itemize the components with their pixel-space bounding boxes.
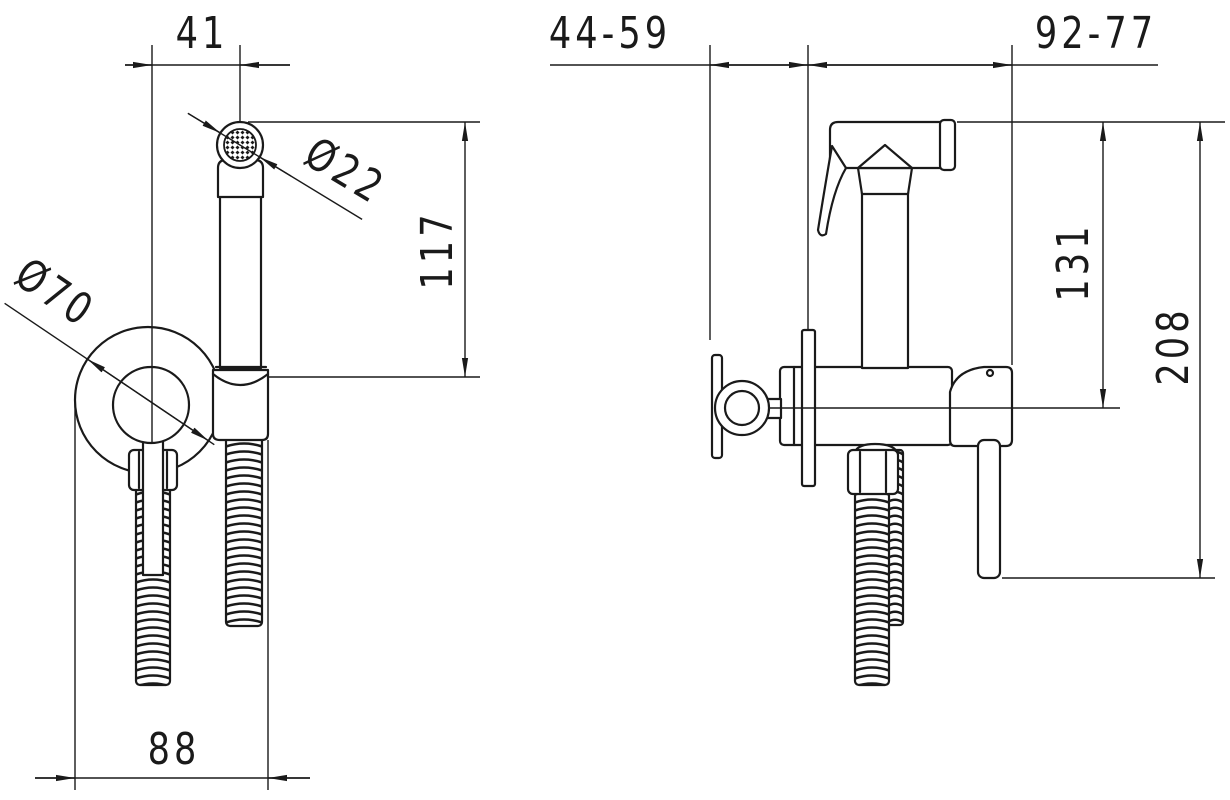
hose-side-front (853, 490, 891, 687)
dimension-131: 131 (1048, 122, 1107, 408)
mixer-lever-pin (985, 368, 995, 378)
hose-front-right (224, 434, 264, 628)
dimension-label-plate-diameter: Ø70 (6, 249, 104, 338)
shower-holder-bracket (211, 368, 270, 442)
dimension-label-projection: 92-77 (1035, 8, 1157, 59)
dimension-88: 88 (35, 724, 310, 782)
dimension-117: 117 (412, 122, 469, 377)
hose-nut-side (846, 448, 900, 496)
handset-trigger-lever (816, 144, 848, 237)
dimension-label-41: 41 (176, 8, 229, 59)
dimension-label-88: 88 (148, 724, 201, 775)
side-view: 44-59 92-77 131 208 (549, 8, 1225, 687)
dimension-41: 41 (125, 8, 290, 69)
handset-cone (856, 143, 914, 170)
wall-connector-ring-inner (723, 389, 761, 427)
handset-stem-side (860, 190, 910, 370)
handset-neck (856, 166, 914, 196)
dimension-label-head-diameter: Ø22 (296, 128, 395, 215)
arrow-head-diameter-lower (259, 156, 292, 177)
mixer-lever-cap (948, 365, 1014, 448)
handset-nozzle-cap (938, 118, 957, 172)
handset-handle (218, 193, 263, 370)
dimension-top-chain: 44-59 92-77 (549, 8, 1158, 69)
holder-cradle-curve (211, 372, 270, 386)
dimension-208: 208 (1148, 122, 1204, 578)
valve-tube-front (141, 439, 165, 577)
dimension-label-wall-offset: 44-59 (549, 8, 671, 59)
dimension-label-117: 117 (412, 210, 463, 289)
front-view: 41 Ø22 117 Ø70 88 (4, 8, 480, 790)
arrow-head-diameter-upper (187, 112, 221, 134)
arrow-plate-diameter-upper (87, 358, 149, 401)
valve-body-circle (111, 365, 191, 445)
dimension-label-208: 208 (1148, 306, 1199, 385)
arrow-plate-diameter-lower (147, 399, 209, 442)
handset-head-body (828, 120, 948, 170)
mixer-lever-handle (976, 438, 1002, 580)
dimension-label-131: 131 (1048, 222, 1099, 301)
